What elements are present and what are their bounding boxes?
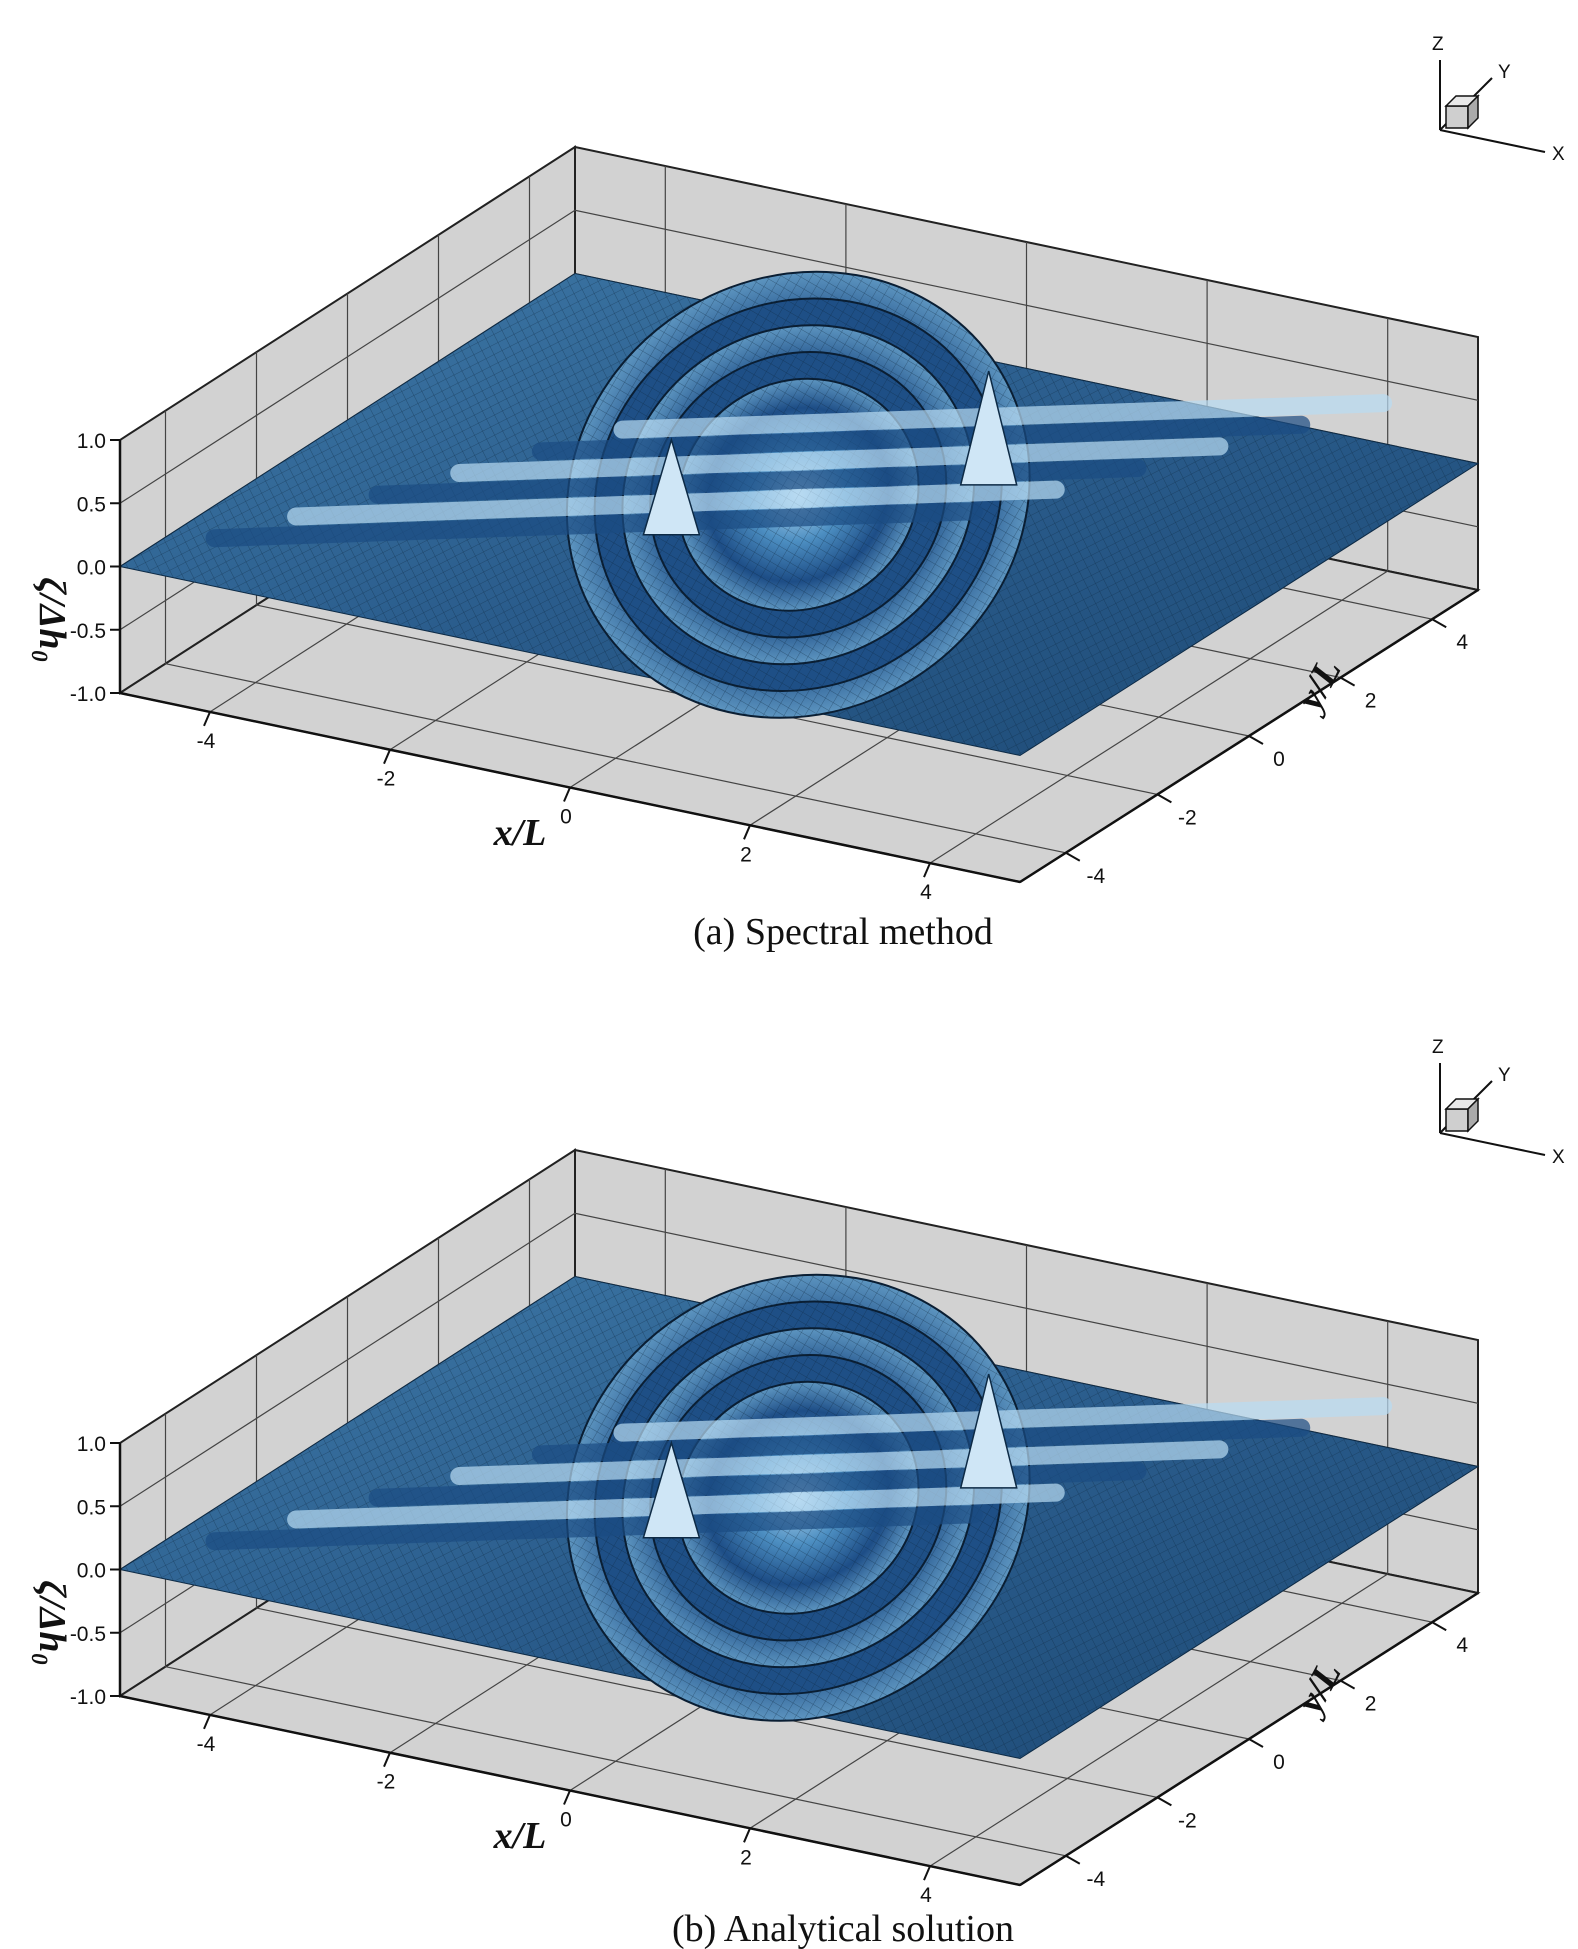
z-axis-label: ζ/Δh₀	[31, 1580, 73, 1666]
triad-z-label: Z	[1432, 34, 1444, 55]
triad-x-label: X	[1552, 144, 1565, 165]
y-tick-label: 2	[1365, 1693, 1377, 1716]
z-tick-label: -0.5	[70, 620, 106, 643]
x-tick-label: 4	[920, 1884, 932, 1907]
wall-grid-z	[119, 209, 1479, 504]
triad-cube-side	[1467, 94, 1479, 130]
ridge	[450, 437, 1229, 483]
y-tick	[1156, 1796, 1172, 1807]
z-tick-label: -0.5	[70, 1623, 106, 1646]
ridge	[531, 1418, 1311, 1464]
surface-peak	[959, 370, 1018, 486]
triad-cube	[1445, 105, 1469, 129]
y-tick	[1065, 1854, 1081, 1865]
ridge	[531, 415, 1311, 461]
x-axis-label: x/L	[493, 1815, 547, 1857]
z-tick-label: 0.5	[77, 1496, 106, 1519]
triad-cube	[1445, 1108, 1469, 1132]
y-tick	[1248, 1738, 1264, 1748]
y-tick	[1340, 676, 1356, 687]
ridge	[613, 1397, 1393, 1442]
z-tick-label: 0.0	[77, 1560, 106, 1583]
caption-a: (a) Spectral method	[693, 911, 993, 953]
y-tick	[1156, 793, 1172, 804]
y-tick	[1431, 618, 1447, 629]
x-tick	[923, 862, 931, 878]
x-tick-label: 2	[740, 843, 752, 866]
triad-z-label: Z	[1432, 1037, 1444, 1058]
z-tick-label: 0.5	[77, 493, 106, 516]
surface-peak	[642, 1440, 701, 1539]
wall-grid-z	[119, 1212, 1479, 1507]
x-tick-label: 2	[740, 1846, 752, 1869]
y-tick	[1065, 851, 1081, 862]
z-tick-label: 1.0	[77, 430, 106, 453]
y-tick-label: -2	[1178, 806, 1197, 829]
z-axis-label: ζ/Δh₀	[31, 577, 73, 663]
triad-y-label: Y	[1498, 1065, 1511, 1086]
panel-b: -4-2024-4-2024-1.0-0.50.00.51.0x/Ly/Lζ/Δ…	[31, 1037, 1565, 1907]
x-tick-label: 0	[560, 806, 572, 829]
z-tick-label: 1.0	[77, 1433, 106, 1456]
surface-peak	[642, 437, 701, 536]
y-tick-label: 0	[1273, 748, 1285, 771]
x-tick-label: 4	[920, 881, 932, 904]
triad-x-axis	[1439, 129, 1546, 153]
y-tick-label: 2	[1365, 690, 1377, 713]
caption-b: (b) Analytical solution	[672, 1908, 1014, 1949]
y-tick-label: -2	[1178, 1809, 1197, 1832]
x-tick	[563, 787, 571, 802]
surface-peak	[959, 1373, 1018, 1489]
x-tick-label: 0	[560, 1809, 572, 1832]
triad-y-label: Y	[1498, 62, 1511, 83]
ridge	[450, 1440, 1229, 1486]
x-tick	[203, 711, 211, 727]
x-tick	[203, 1714, 211, 1730]
floor-grid-x	[929, 1573, 1389, 1867]
y-tick-label: 0	[1273, 1751, 1285, 1774]
z-tick-label: -1.0	[70, 1686, 106, 1709]
triad-cube-side	[1467, 1097, 1479, 1133]
z-tick-label: 0.0	[77, 557, 106, 580]
x-tick-label: -2	[377, 1771, 396, 1794]
y-tick	[1248, 735, 1264, 745]
x-tick	[383, 749, 391, 765]
orientation-triad: Z Y X	[1432, 1037, 1565, 1168]
ridge	[613, 394, 1393, 439]
ridge	[205, 1505, 983, 1551]
triad-x-label: X	[1552, 1147, 1565, 1168]
y-tick-label: 4	[1456, 631, 1468, 654]
floor-grid-x	[929, 570, 1389, 864]
x-tick-label: -4	[197, 1733, 216, 1756]
x-axis-label: x/L	[493, 812, 547, 854]
panel-a: -4-2024-4-2024-1.0-0.50.00.51.0x/Ly/Lζ/Δ…	[31, 34, 1565, 904]
z-tick-label: -1.0	[70, 683, 106, 706]
y-tick	[1340, 1679, 1356, 1690]
x-tick	[743, 824, 751, 840]
triad-x-axis	[1439, 1132, 1546, 1156]
x-tick	[563, 1790, 571, 1805]
x-tick-label: -4	[197, 730, 216, 753]
orientation-triad: Z Y X	[1432, 34, 1565, 165]
ridge	[205, 502, 983, 548]
x-tick	[383, 1752, 391, 1768]
x-tick	[923, 1865, 931, 1881]
y-tick	[1431, 1621, 1447, 1632]
x-tick	[743, 1827, 751, 1843]
y-tick-label: 4	[1456, 1634, 1468, 1657]
x-tick-label: -2	[377, 768, 396, 791]
y-tick-label: -4	[1086, 865, 1105, 888]
y-tick-label: -4	[1086, 1868, 1105, 1891]
